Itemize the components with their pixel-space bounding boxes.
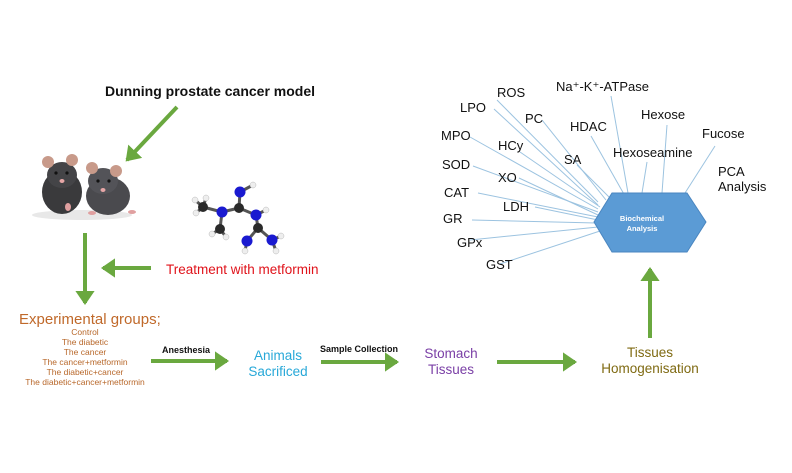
animals-line1: Animals	[253, 348, 302, 363]
param-ros: ROS	[497, 85, 526, 100]
tissues-homogenisation-step: Tissues Homogenisation	[590, 345, 710, 377]
group-item: The cancer+metformin	[42, 357, 128, 367]
arrow-model-to-rats	[125, 105, 179, 162]
spoke-sod	[472, 165, 599, 213]
param-ldh: LDH	[503, 199, 530, 214]
homog-line2: Homogenisation	[601, 361, 699, 376]
spokes	[469, 95, 716, 265]
spoke-hexose	[661, 124, 668, 194]
animals-sacrificed-step: Animals Sacrificed	[238, 348, 318, 380]
param-hexose: Hexose	[641, 107, 686, 122]
param-hdac: HDAC	[570, 119, 607, 134]
spoke-pc	[541, 119, 607, 201]
homog-line1: Tissues	[626, 345, 673, 360]
param-pc: PC	[525, 111, 544, 126]
stomach-line1: Stomach	[424, 346, 478, 361]
spoke-atpase	[610, 95, 629, 194]
group-item: The cancer	[63, 347, 107, 357]
spoke-cat	[477, 192, 599, 218]
param-gpx: GPx	[457, 235, 483, 250]
group-item: The diabetic+cancer	[46, 367, 124, 377]
spoke-gr	[471, 219, 597, 224]
param-hcy: HCy	[498, 138, 524, 153]
param-sa: SA	[564, 152, 582, 167]
sample-collection-label: Sample Collection	[320, 344, 399, 354]
biochemical-analysis-hub	[593, 192, 707, 253]
spoke-gst	[499, 230, 601, 265]
param-atpase: Na⁺-K⁺-ATPase	[556, 79, 649, 94]
metformin-molecule-image	[191, 181, 285, 255]
spoke-hdac	[590, 135, 626, 197]
param-fucose: Fucose	[702, 126, 745, 141]
diagram-title: Dunning prostate cancer model	[105, 83, 316, 99]
experimental-groups-heading: Experimental groups;	[19, 311, 161, 328]
spoke-xo	[518, 177, 599, 216]
group-item: The diabetic	[61, 337, 109, 347]
group-item: Control	[71, 327, 99, 337]
hub-label: Biochemical Analysis	[610, 214, 674, 234]
spoke-mpo	[469, 136, 599, 210]
param-mpo: MPO	[441, 128, 471, 143]
param-cat: CAT	[444, 185, 470, 200]
spoke-sa	[576, 164, 611, 199]
spoke-lpo	[493, 108, 599, 206]
spoke-hcy	[519, 151, 601, 208]
stomach-tissues-step: Stomach Tissues	[411, 346, 491, 378]
treatment-label: Treatment with metformin	[166, 262, 319, 277]
param-gr: GR	[443, 211, 463, 226]
spoke-hexoseamine	[641, 161, 648, 194]
anesthesia-label: Anesthesia	[162, 345, 211, 355]
stomach-line2: Tissues	[427, 362, 474, 377]
spoke-gpx	[469, 226, 599, 241]
param-pca: PCA	[718, 164, 745, 179]
spoke-ldh	[534, 206, 599, 221]
param-gst: GST	[486, 257, 513, 272]
param-xo: XO	[498, 170, 517, 185]
param-sod: SOD	[442, 157, 471, 172]
param-analysis: Analysis	[718, 179, 767, 194]
animals-line2: Sacrificed	[248, 364, 308, 379]
group-item: The diabetic+cancer+metformin	[25, 377, 145, 387]
rats-image	[32, 154, 136, 220]
spoke-ros	[496, 99, 599, 203]
experimental-groups-list: Control The diabetic The cancer The canc…	[10, 327, 160, 387]
param-lpo: LPO	[460, 100, 487, 115]
spoke-fucose	[684, 145, 716, 194]
arrows	[75, 105, 660, 372]
hub-line2: Analysis	[626, 224, 658, 233]
param-hexoseamine: Hexoseamine	[613, 145, 693, 160]
hub-line1: Biochemical	[619, 214, 665, 223]
